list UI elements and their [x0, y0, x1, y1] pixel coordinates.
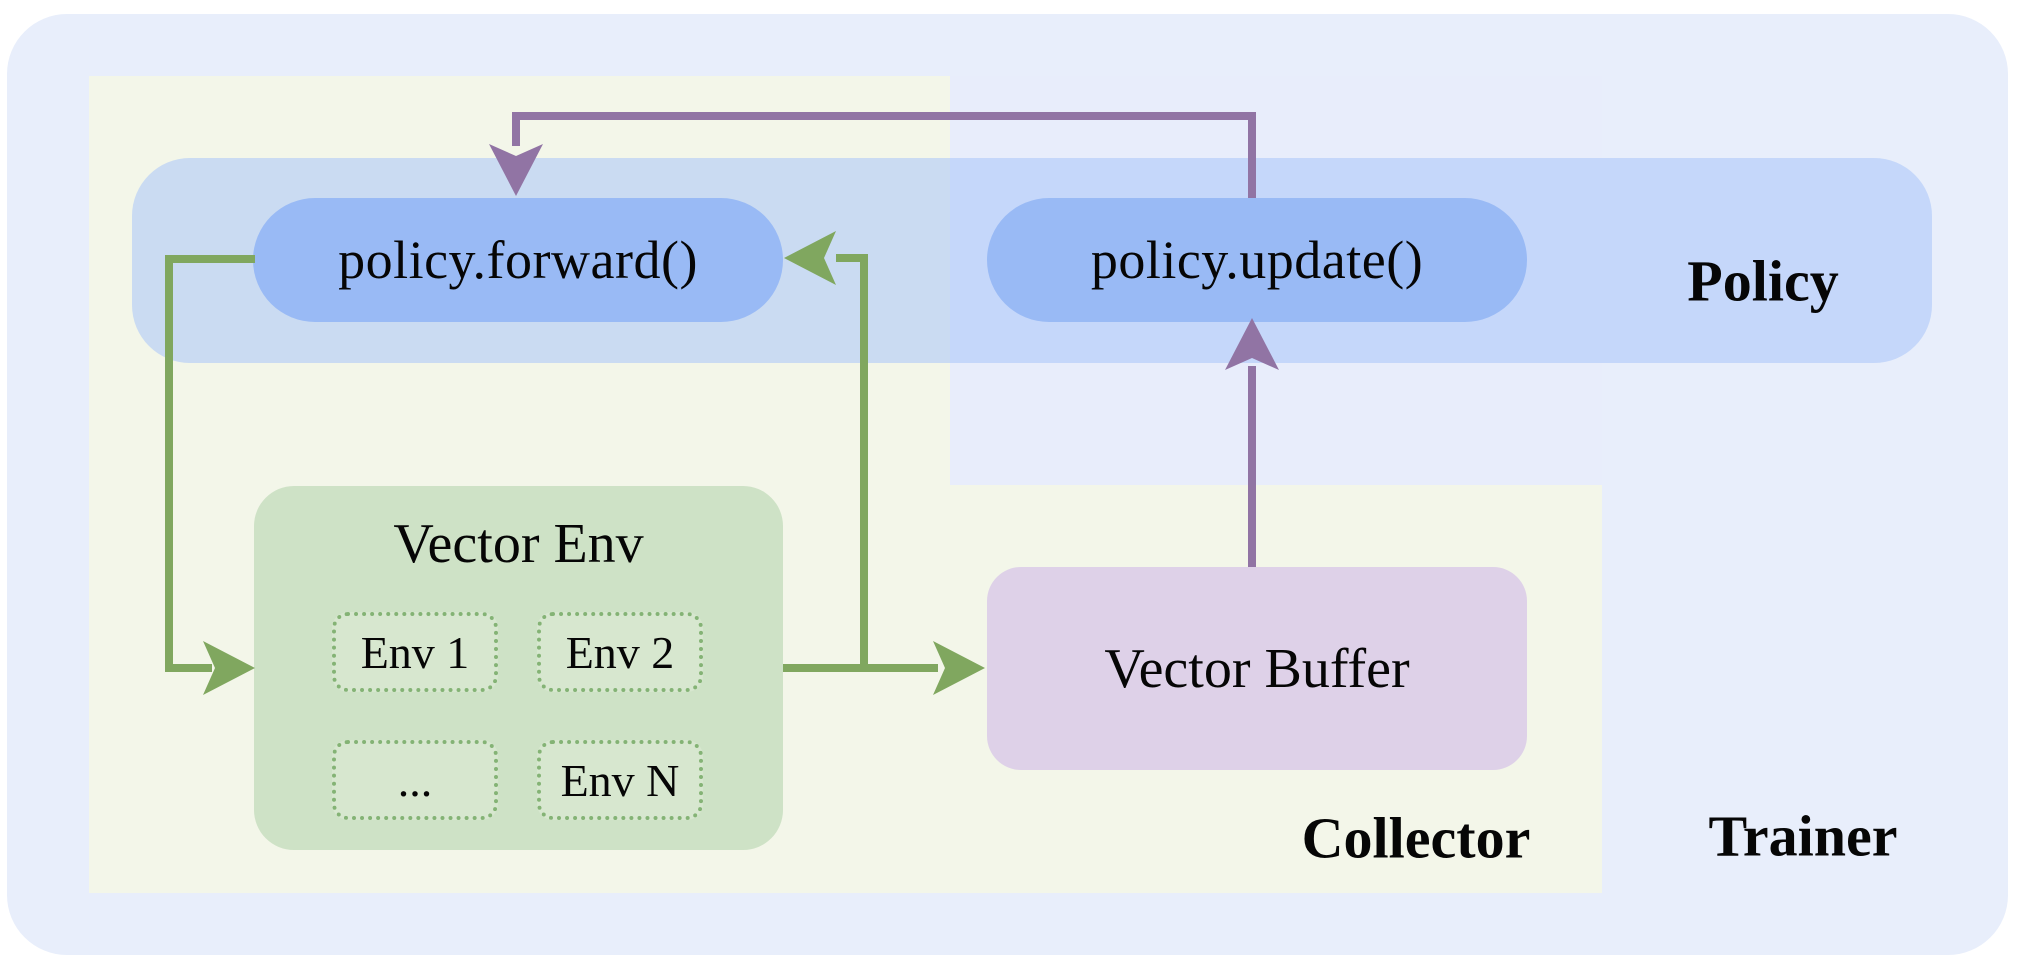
env-item-2: Env 2 — [537, 612, 703, 692]
env-item-ellipsis: ... — [332, 740, 498, 820]
policy-region-label: Policy — [1687, 248, 1839, 314]
env-item-n: Env N — [537, 740, 703, 820]
policy-forward-node: policy.forward() — [253, 198, 783, 322]
env-item-1: Env 1 — [332, 612, 498, 692]
env-item-n-label: Env N — [560, 754, 680, 806]
vector-env-title: Vector Env — [393, 513, 644, 575]
collector-region-label: Collector — [1301, 805, 1531, 871]
vector-buffer-box: Vector Buffer — [987, 567, 1527, 770]
policy-forward-label: policy.forward() — [338, 230, 698, 290]
trainer-region-label: Trainer — [1708, 803, 1898, 869]
policy-update-node: policy.update() — [987, 198, 1527, 322]
env-item-2-label: Env 2 — [565, 626, 675, 678]
policy-update-label: policy.update() — [1090, 230, 1424, 290]
env-item-ellipsis-label: ... — [397, 754, 433, 806]
env-item-1-label: Env 1 — [360, 626, 470, 678]
vector-buffer-label: Vector Buffer — [1104, 637, 1410, 700]
